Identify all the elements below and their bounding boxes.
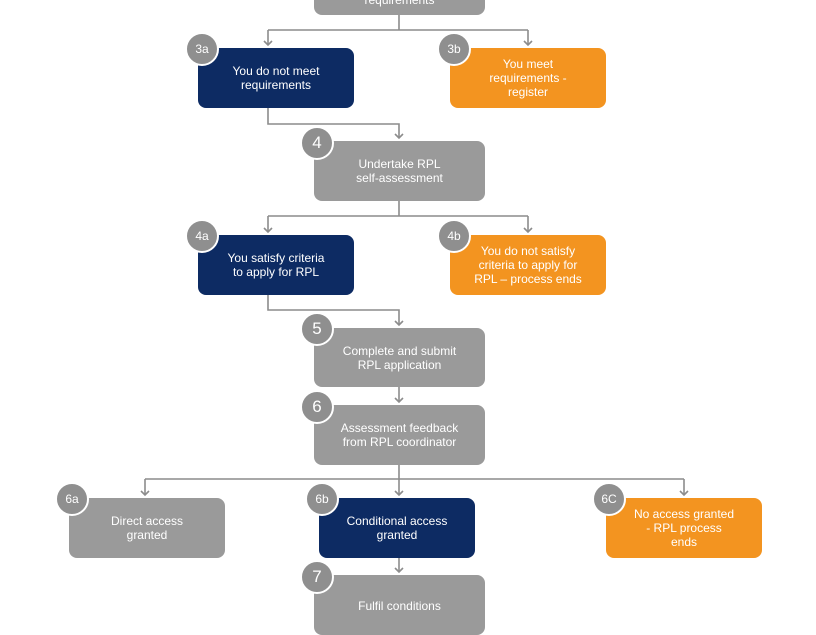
step-3-box: requirements — [314, 0, 485, 15]
step-7-badge: 7 — [300, 560, 334, 594]
step-6b-box: Conditional access granted — [319, 498, 475, 558]
step-4-text: Undertake RPL self-assessment — [356, 157, 443, 185]
step-3b-box: You meet requirements - register — [450, 48, 606, 108]
step-6a-badge: 6a — [55, 482, 89, 516]
step-7-text: Fulfil conditions — [358, 599, 441, 613]
arrow-3a-to-4 — [267, 108, 404, 140]
step-7-box: Fulfil conditions — [314, 575, 485, 635]
step-3b-badge: 3b — [437, 32, 471, 66]
step-3b-text: You meet requirements - register — [489, 57, 567, 99]
step-5-badge: 5 — [300, 312, 334, 346]
step-3a-text: You do not meet requirements — [232, 64, 320, 92]
step-4a-badge: 4a — [185, 219, 219, 253]
step-4a-box: You satisfy criteria to apply for RPL — [198, 235, 354, 295]
step-4b-box: You do not satisfy criteria to apply for… — [450, 235, 606, 295]
step-6a-box: Direct access granted — [69, 498, 225, 558]
step-6c-box: No access granted - RPL process ends — [606, 498, 762, 558]
step-6-box: Assessment feedback from RPL coordinator — [314, 405, 485, 465]
step-6-badge: 6 — [300, 390, 334, 424]
step-6a-text: Direct access granted — [110, 514, 184, 542]
step-5-box: Complete and submit RPL application — [314, 328, 485, 387]
step-4-badge: 4 — [300, 126, 334, 160]
step-4-box: Undertake RPL self-assessment — [314, 141, 485, 201]
flow-connectors — [140, 15, 689, 574]
step-4a-text: You satisfy criteria to apply for RPL — [227, 251, 325, 279]
step-6-text: Assessment feedback from RPL coordinator — [340, 421, 459, 449]
step-3a-box: You do not meet requirements — [198, 48, 354, 108]
step-5-text: Complete and submit RPL application — [342, 343, 457, 372]
arrow-4a-to-5 — [267, 295, 404, 327]
step-4b-badge: 4b — [437, 219, 471, 253]
step-6b-text: Conditional access granted — [346, 514, 448, 542]
step-4b-text: You do not satisfy criteria to apply for… — [474, 244, 582, 286]
connector-6-split — [145, 465, 684, 480]
step-3a-badge: 3a — [185, 32, 219, 66]
connector-4-split — [268, 201, 528, 217]
step-6c-text: No access granted - RPL process ends — [633, 507, 735, 549]
step-6b-badge: 6b — [305, 482, 339, 516]
step-6c-badge: 6C — [592, 482, 626, 516]
connector-3-split — [268, 15, 528, 31]
step-3-text: requirements — [364, 0, 435, 7]
